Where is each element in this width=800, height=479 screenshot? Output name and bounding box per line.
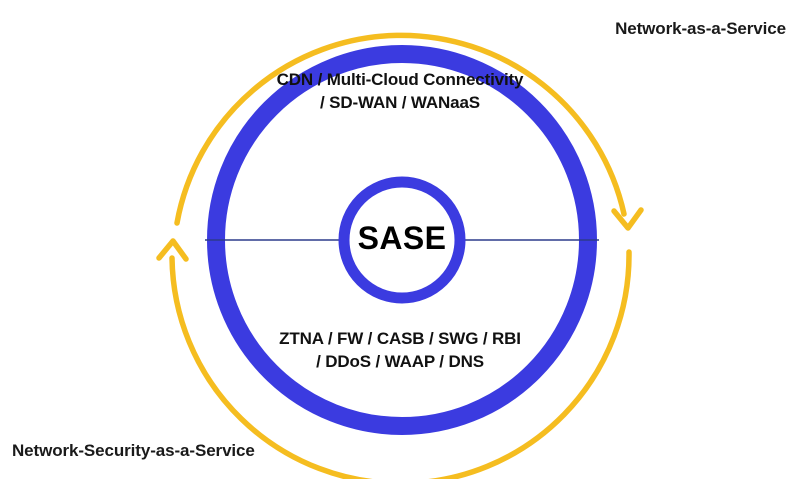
network-as-a-service-label: Network-as-a-Service: [615, 19, 786, 38]
outer-yellow-arrow-group: [156, 32, 644, 479]
arrowhead-down-icon: [611, 207, 644, 231]
arrowhead-up-icon: [156, 238, 189, 262]
yellow-arc-lower: [169, 249, 632, 479]
inner-sase-circle: [338, 176, 466, 304]
security-services-text: ZTNA / FW / CASB / SWG / RBI / DDoS / WA…: [279, 329, 521, 371]
network-security-as-a-service-label: Network-Security-as-a-Service: [12, 441, 255, 460]
sase-center-label: SASE: [357, 220, 447, 256]
network-services-text: CDN / Multi-Cloud Connectivity / SD-WAN …: [276, 70, 524, 112]
yellow-arc-upper: [174, 32, 627, 226]
